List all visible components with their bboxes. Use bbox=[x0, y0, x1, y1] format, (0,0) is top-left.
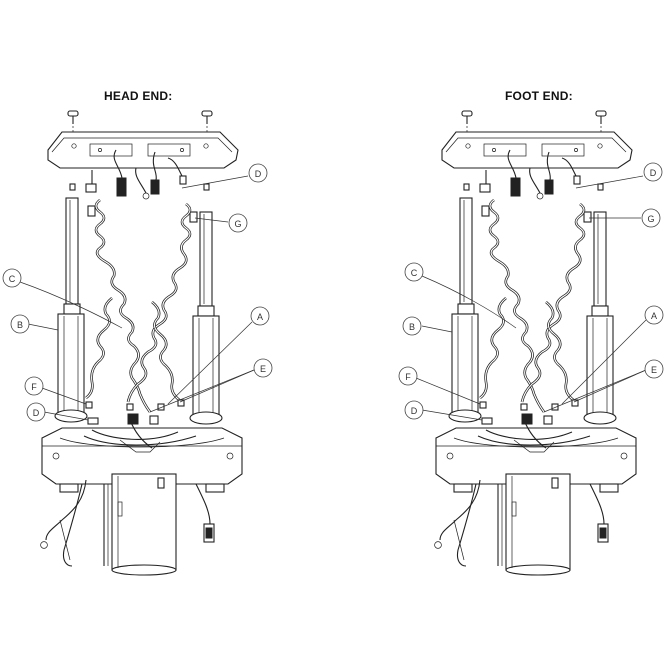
callout-letter: A bbox=[651, 311, 657, 321]
callout-letter: E bbox=[651, 365, 657, 375]
callout-letter: D bbox=[255, 169, 262, 179]
foot-end-title: FOOT END: bbox=[505, 89, 573, 103]
head-end-assembly bbox=[39, 109, 244, 577]
foot-end-assembly bbox=[433, 109, 638, 577]
callout-letter: E bbox=[260, 364, 266, 374]
callout-letter: F bbox=[31, 382, 37, 392]
callout-c: C bbox=[2, 268, 123, 329]
callout-b: B bbox=[402, 316, 453, 336]
callout-letter: D bbox=[33, 408, 40, 418]
callout-g: G bbox=[589, 208, 661, 228]
callout-a: A bbox=[167, 306, 270, 405]
callout-e: E bbox=[149, 358, 273, 413]
callout-c: C bbox=[404, 262, 517, 329]
callout-f: F bbox=[24, 376, 87, 405]
callout-b: B bbox=[10, 314, 59, 334]
callout-letter: F bbox=[405, 372, 411, 382]
callout-d-bottom: D bbox=[26, 402, 89, 422]
callout-letter: D bbox=[411, 406, 418, 416]
callout-letter: D bbox=[650, 168, 657, 178]
callout-letter: C bbox=[9, 274, 16, 284]
callout-letter: B bbox=[17, 320, 23, 330]
callout-g: G bbox=[194, 213, 248, 233]
callout-e: E bbox=[543, 359, 664, 413]
head-end-callouts: D G C B A bbox=[2, 163, 273, 422]
callout-letter: A bbox=[257, 312, 263, 322]
callout-letter: B bbox=[409, 322, 415, 332]
callout-letter: G bbox=[234, 219, 241, 229]
callout-d-top: D bbox=[181, 163, 268, 189]
callout-letter: G bbox=[647, 214, 654, 224]
callout-d-bottom: D bbox=[404, 400, 483, 421]
head-end-title: HEAD END: bbox=[104, 89, 173, 103]
callout-f: F bbox=[398, 366, 481, 405]
callout-letter: C bbox=[411, 268, 418, 278]
foot-end-callouts: D G C B A bbox=[398, 162, 664, 421]
callout-a: A bbox=[561, 305, 664, 405]
callout-d-top: D bbox=[575, 162, 663, 189]
